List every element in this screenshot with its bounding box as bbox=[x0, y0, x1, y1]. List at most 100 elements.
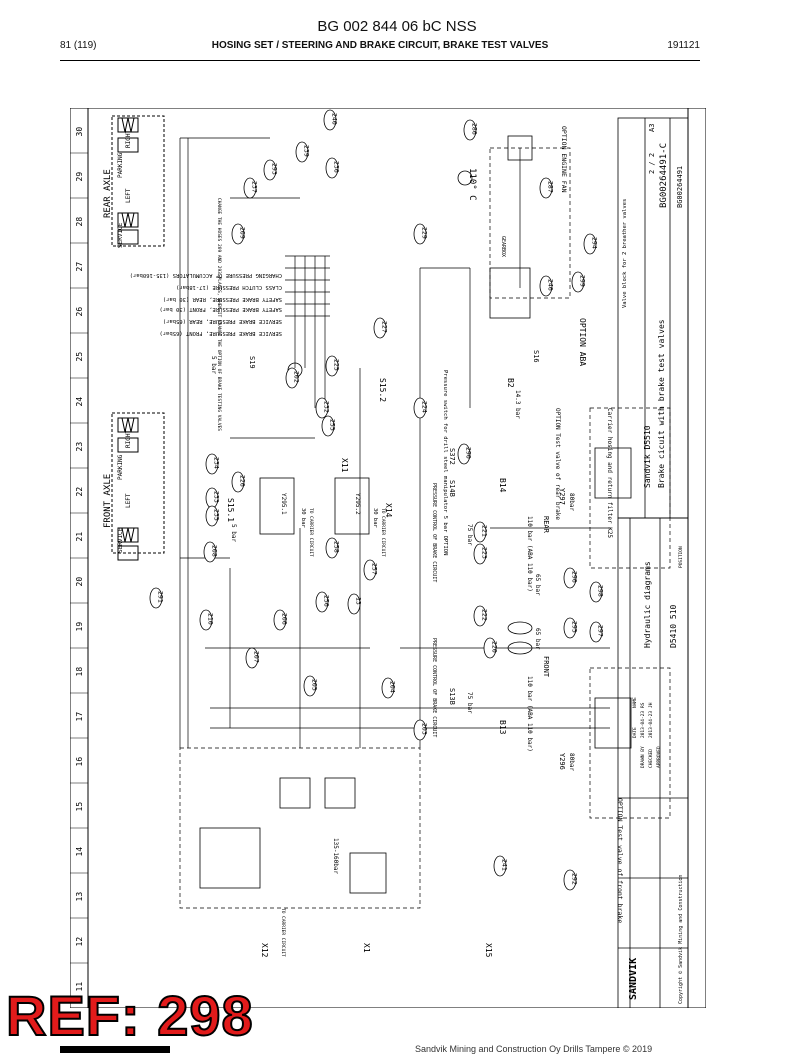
rear-axle-brakes bbox=[111, 115, 165, 247]
label-y295-1: Y295.1 bbox=[280, 493, 287, 515]
callout-number: 221 bbox=[481, 525, 489, 537]
label-pc-front: PRESSURE CONTROL OF BRAKE CIRCUIT bbox=[431, 638, 437, 737]
label-s16: S16 bbox=[532, 350, 540, 363]
label-bar-80-rear: 80bar bbox=[568, 493, 575, 511]
callout-number: 241 bbox=[501, 859, 509, 871]
callout-number: 233 bbox=[213, 491, 221, 503]
callout-number: 225 bbox=[333, 359, 341, 371]
grid-column-number: 11 bbox=[75, 982, 84, 992]
label-change-hoses: CHANGE THE HOSES 209 AND 293 PLACES, WHE… bbox=[216, 198, 222, 431]
title-drawing: Hydraulic diagrams bbox=[643, 561, 652, 648]
callout-number: 236 bbox=[333, 161, 341, 173]
callout-bubble bbox=[263, 159, 277, 181]
callout-bubble bbox=[273, 609, 287, 631]
page-number: 81 (119) bbox=[60, 40, 97, 51]
callout-number: 239 bbox=[303, 145, 311, 157]
grid-column-number: 28 bbox=[75, 217, 84, 227]
callout-bubble bbox=[457, 443, 471, 465]
label-to-carrier-2: TO CARRIER CIRCUIT bbox=[380, 508, 386, 557]
front-axle-brakes bbox=[111, 412, 165, 561]
grid-column-number: 20 bbox=[75, 577, 84, 587]
grid-column-number: 27 bbox=[75, 262, 84, 272]
grid-column-number: 29 bbox=[75, 172, 84, 182]
label-pc-rear: PRESSURE CONTROL OF BRAKE CIRCUIT bbox=[431, 483, 437, 582]
callout-bubble bbox=[413, 397, 427, 419]
callout-number: 203 bbox=[421, 723, 429, 735]
callout-number: 237 bbox=[251, 181, 259, 193]
callout-number: 295 bbox=[571, 621, 579, 633]
title-drawing-no: D5410 510 bbox=[669, 604, 678, 648]
callout-number: 206 bbox=[281, 613, 289, 625]
grid-column-number: 25 bbox=[75, 352, 84, 362]
title-block bbox=[617, 117, 689, 1008]
label-s19: S19 bbox=[248, 356, 256, 369]
label-bar-110-front: 110 bar (ABA 110 bar) bbox=[526, 676, 533, 752]
title-dwg-no: BG00264491-C bbox=[659, 143, 669, 208]
label-bar-110-rear: 110 bar (ABA 110 bar) bbox=[526, 516, 533, 592]
label-bar-65-rear: 65 bar bbox=[534, 574, 541, 596]
callout-bubble bbox=[473, 543, 487, 565]
grid-column-number: 17 bbox=[75, 712, 84, 722]
title-name-lbl: NAME bbox=[632, 697, 638, 708]
callout-bubble bbox=[231, 471, 245, 493]
callout-bubble bbox=[473, 605, 487, 627]
callout-bubble bbox=[199, 609, 213, 631]
callout-bubble bbox=[539, 275, 553, 297]
title-checked-date: 2013-04-23 bbox=[648, 711, 654, 738]
title-sub: Brake cicuit with brake test valves bbox=[657, 319, 666, 488]
callout-number: 255 bbox=[329, 419, 337, 431]
callout-bubble bbox=[205, 505, 219, 527]
callout-number: 227 bbox=[381, 321, 389, 333]
label-s15-1: S15.1 bbox=[226, 498, 235, 522]
grid-column-number: 22 bbox=[75, 487, 84, 497]
callout-number: 291 bbox=[157, 591, 165, 603]
callout-bubble bbox=[413, 719, 427, 741]
rear-axle-right: RIGHT bbox=[125, 130, 132, 148]
title-sheet: 2 / 2 bbox=[648, 153, 656, 174]
grid-column-number: 30 bbox=[75, 127, 84, 137]
callout-number: 234 bbox=[213, 457, 221, 469]
rear-axle-left: LEFT bbox=[125, 188, 132, 203]
callout-bubble bbox=[589, 581, 603, 603]
valve-block bbox=[179, 747, 421, 909]
callout-bubble bbox=[321, 415, 335, 437]
callout-bubble bbox=[483, 637, 497, 659]
reference-stamp: REF: 298 bbox=[5, 984, 254, 1047]
callout-number: 292 bbox=[571, 873, 579, 885]
callout-number: 256 bbox=[323, 595, 331, 607]
callout-number: 232 bbox=[323, 401, 331, 413]
callout-number: 287 bbox=[547, 181, 555, 193]
label-front: FRONT bbox=[542, 656, 550, 678]
callout-bubble bbox=[493, 855, 507, 877]
label-bar-30-1: 30 bar bbox=[300, 508, 306, 529]
title-id-code: BG00264491 bbox=[676, 166, 684, 208]
label-charging: CHARGING PRESSURE OF ACCUMULATORS (135-1… bbox=[130, 272, 282, 278]
callout-number: 13 bbox=[355, 597, 363, 605]
label-option-engine-fan: OPTION ENGINE FAN bbox=[560, 126, 568, 193]
title-date-lbl: DATE bbox=[632, 727, 638, 738]
pressure-lines bbox=[285, 255, 330, 408]
title-checked-name: JH bbox=[648, 702, 654, 708]
footer-logo-bar bbox=[60, 1046, 170, 1053]
label-bar-5-s15: 5 bar bbox=[230, 524, 237, 542]
callout-bubble bbox=[243, 177, 257, 199]
callout-number: 208 bbox=[211, 545, 219, 557]
callout-number: 224 bbox=[421, 401, 429, 413]
callout-bubble bbox=[203, 541, 217, 563]
callout-bubble bbox=[303, 675, 317, 697]
section-title: HOSING SET / STEERING AND BRAKE CIRCUIT,… bbox=[211, 40, 549, 51]
callout-number: 222 bbox=[481, 609, 489, 621]
callout-bubble bbox=[315, 591, 329, 613]
callout-bubble bbox=[589, 621, 603, 643]
callout-number: 202 bbox=[293, 371, 301, 383]
title-company: SANDVIK bbox=[628, 958, 639, 1000]
callout-number: 223 bbox=[481, 547, 489, 559]
callout-bubble bbox=[473, 521, 487, 543]
title-drawn-name: RS bbox=[640, 702, 646, 708]
label-option-aba: OPTION ABA bbox=[578, 318, 587, 366]
grid-column-number: 19 bbox=[75, 622, 84, 632]
callout-bubble bbox=[563, 617, 577, 639]
grid-column-number: 16 bbox=[75, 757, 84, 767]
front-axle-left: LEFT bbox=[125, 493, 132, 508]
label-bar-75-rear: 75 bar bbox=[466, 524, 473, 546]
